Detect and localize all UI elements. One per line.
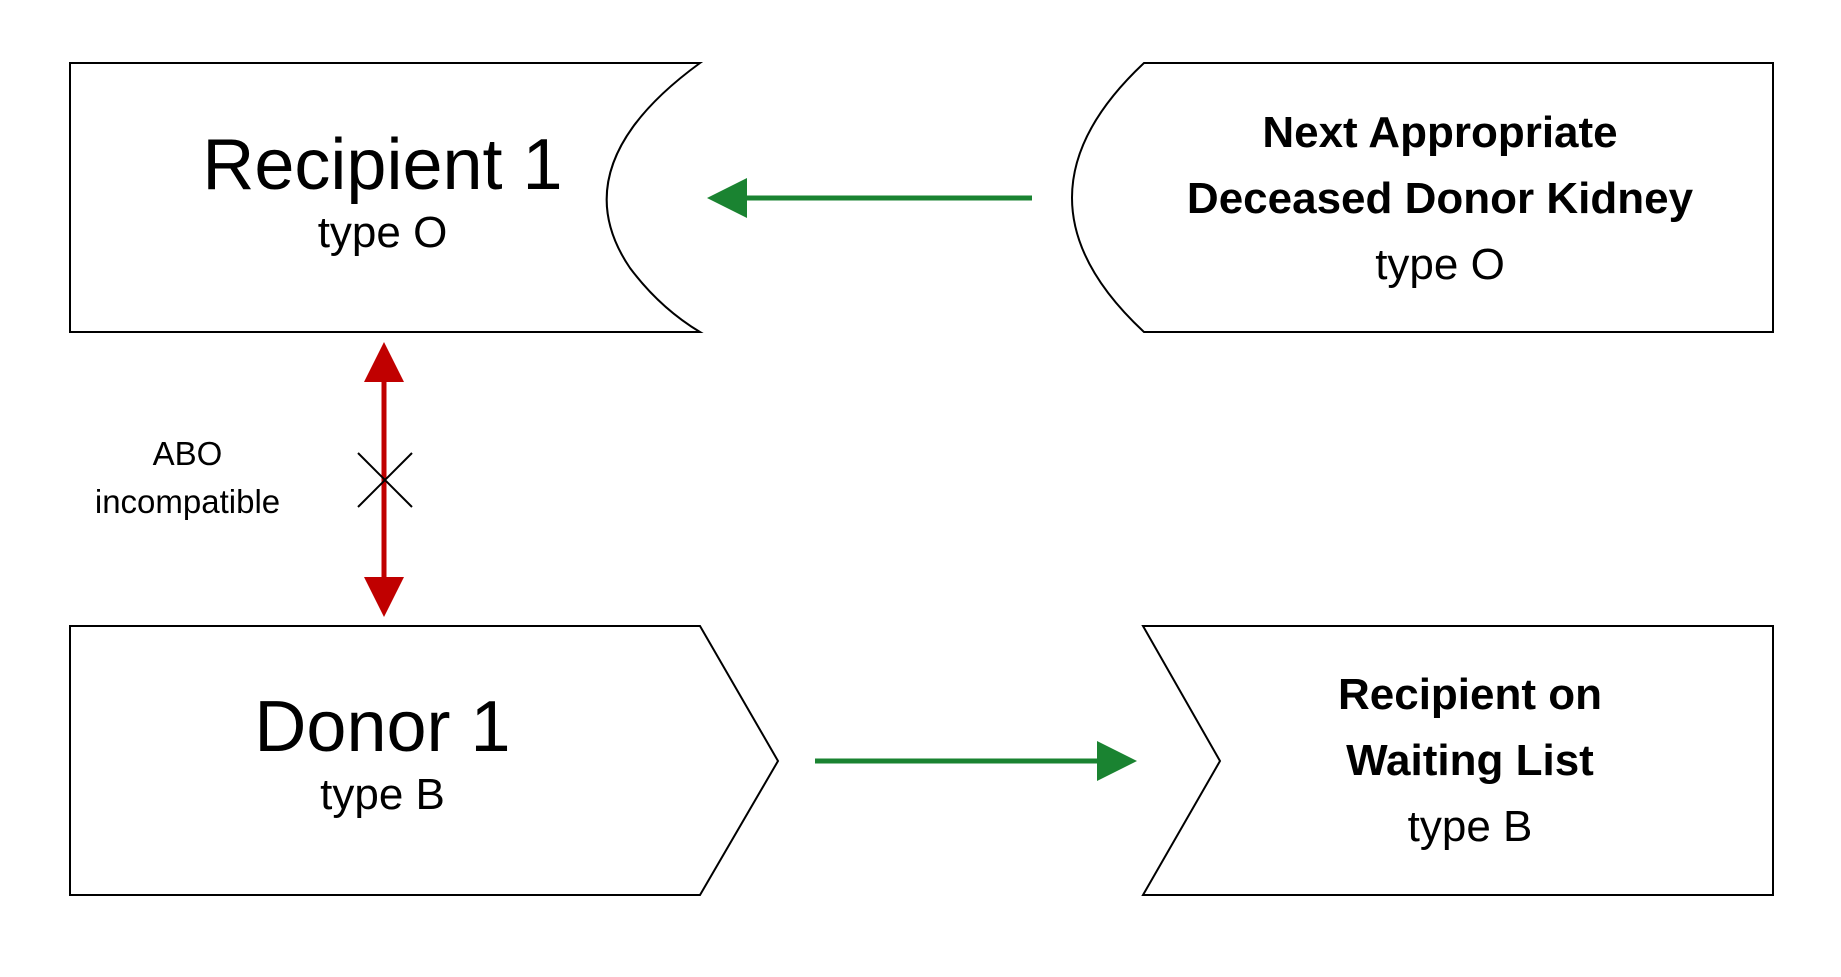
recipient1-subtitle: type O — [317, 207, 448, 257]
recipient1-box — [69, 62, 704, 333]
donor1-title: Donor 1 — [254, 687, 511, 767]
donor1-subtitle: type B — [320, 769, 445, 819]
waiting-list-box — [1141, 625, 1774, 896]
cross-icon — [357, 452, 413, 508]
waiting-list-title-line2: Waiting List — [1346, 736, 1594, 785]
recipient1-label: Recipient 1 type O — [70, 124, 695, 260]
deceased-donor-title-line2: Deceased Donor Kidney — [1186, 174, 1694, 223]
incompatible-label: ABO incompatible — [60, 430, 315, 526]
deceased-donor-label: Next Appropriate Deceased Donor Kidney t… — [1080, 100, 1800, 298]
deceased-donor-box — [1071, 62, 1774, 333]
waiting-list-title-line1: Recipient on — [1337, 670, 1603, 719]
incompatible-label-line2: incompatible — [94, 482, 281, 520]
recipient1-title: Recipient 1 — [202, 125, 563, 205]
incompatible-label-line1: ABO — [152, 435, 223, 472]
waiting-list-label: Recipient on Waiting List type B — [1250, 662, 1690, 860]
donor1-label: Donor 1 type B — [70, 686, 695, 822]
donor1-box — [69, 625, 780, 896]
waiting-list-subtitle: type B — [1407, 802, 1533, 851]
deceased-donor-title-line1: Next Appropriate — [1262, 108, 1618, 157]
deceased-donor-subtitle: type O — [1375, 240, 1505, 289]
